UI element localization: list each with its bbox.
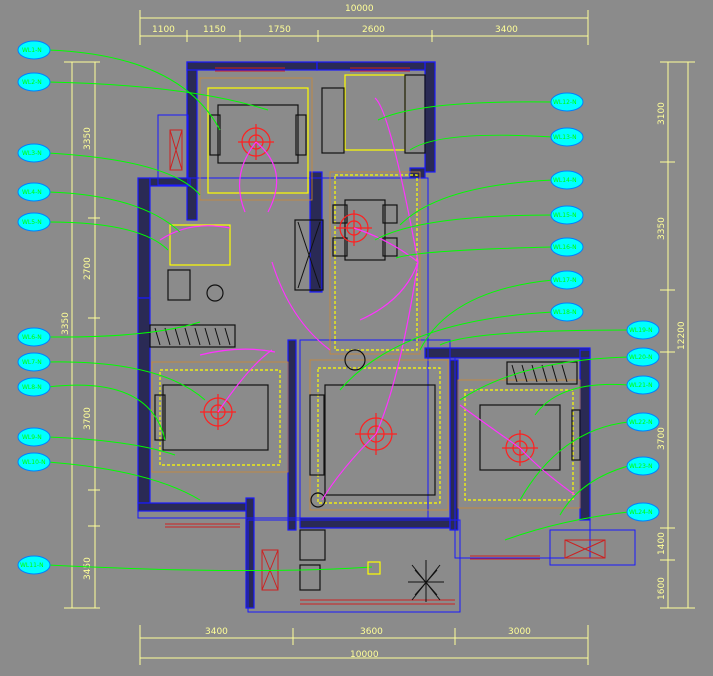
circuit-tag: WL7-N xyxy=(22,359,42,366)
circuit-tag: WL10-N xyxy=(22,459,46,466)
circuit-tag: WL22-N xyxy=(629,419,653,426)
circuit-tag: WL21-N xyxy=(629,382,653,389)
circuit-tag: WL6-N xyxy=(22,334,42,341)
circuit-tag: WL11-N xyxy=(20,562,44,569)
lighting-wiring xyxy=(159,97,576,501)
dim-right-seg: 3700 xyxy=(657,427,667,450)
circuit-tag: WL13-N xyxy=(553,134,577,141)
dim-left-seg: 3700 xyxy=(83,407,93,430)
circuit-tag: WL9-N xyxy=(22,434,42,441)
circuit-tag: WL4-N xyxy=(22,189,42,196)
dim-bottom-total: 10000 xyxy=(350,650,379,660)
dim-right-seg: 3100 xyxy=(657,102,667,125)
circuit-tags-right: WL12-N WL13-N WL14-N WL15-N WL16-N WL17-… xyxy=(550,92,660,522)
circuit-tag: WL17-N xyxy=(553,277,577,284)
room-outlines xyxy=(137,114,636,613)
circuit-tag: WL12-N xyxy=(553,99,577,106)
bottom-dimension-lines xyxy=(139,625,589,665)
right-dimension-lines xyxy=(660,61,695,609)
dim-right-seg: 1600 xyxy=(657,577,667,600)
circuit-tag: WL1-N xyxy=(22,47,42,54)
circuit-tag: WL14-N xyxy=(553,177,577,184)
circuit-tag: WL18-N xyxy=(553,309,577,316)
dim-right-seg: 3350 xyxy=(657,217,667,240)
circuit-tag: WL2-N xyxy=(22,79,42,86)
dim-top-seg: 1750 xyxy=(268,25,291,35)
yellow-fixture-square xyxy=(367,561,381,575)
ceiling-outlines xyxy=(159,74,574,504)
dim-left-seg: 2700 xyxy=(83,257,93,280)
dim-left-seg: 3350 xyxy=(61,312,71,335)
dim-top-seg: 2600 xyxy=(362,25,385,35)
plant-hatch xyxy=(408,560,444,602)
dim-bottom-seg: 3400 xyxy=(205,627,228,637)
left-dimension-lines xyxy=(64,61,100,609)
dim-left-seg: 3350 xyxy=(83,127,93,150)
wardrobe-hatch xyxy=(154,221,568,383)
light-fixtures xyxy=(200,124,538,466)
walls xyxy=(137,61,591,609)
circuit-tag: WL23-N xyxy=(629,463,653,470)
dim-left-seg: 3450 xyxy=(83,557,93,580)
dim-right-total: 12200 xyxy=(677,321,687,350)
circuit-tag: WL16-N xyxy=(553,244,577,251)
top-dimension-lines xyxy=(139,10,589,45)
circuit-tag: WL3-N xyxy=(22,150,42,157)
circuit-leaders xyxy=(47,49,629,572)
circuit-tag: WL24-N xyxy=(629,509,653,516)
dim-bottom-seg: 3000 xyxy=(508,627,531,637)
window-strips xyxy=(165,67,606,605)
dim-top-seg: 1100 xyxy=(152,25,175,35)
dim-top-seg: 3400 xyxy=(495,25,518,35)
circuit-tag: WL8-N xyxy=(22,384,42,391)
dim-right-seg: 1400 xyxy=(657,532,667,555)
circuit-tag: WL20-N xyxy=(629,354,653,361)
circuit-tag: WL15-N xyxy=(553,212,577,219)
furniture xyxy=(149,74,581,591)
circuit-tag: WL19-N xyxy=(629,327,653,334)
dim-top-seg: 1150 xyxy=(203,25,226,35)
dim-top-total: 10000 xyxy=(345,4,374,14)
circuit-tag: WL5-N xyxy=(22,219,42,226)
circuit-tags-left: WL1-N WL2-N WL3-N WL4-N WL5-N WL6-N WL7-… xyxy=(17,40,51,575)
dim-bottom-seg: 3600 xyxy=(360,627,383,637)
